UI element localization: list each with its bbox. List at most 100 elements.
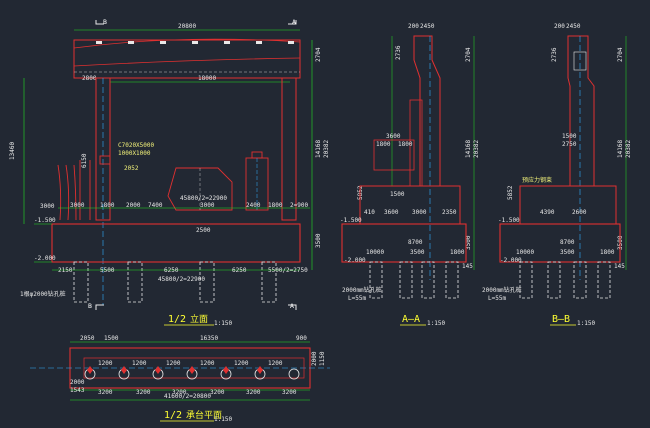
aa-top-dim-1: 200 [408,23,419,30]
right-h1-dim: 2704 [315,47,322,62]
plan-spacing-2: 1200 [132,360,147,367]
pile-note: 1根φ2000钻孔桩 [20,290,66,298]
plan-top-dim-2: 1500 [104,335,119,342]
aa-w7: 3000 [412,209,427,216]
bb-h2: 2704 [617,47,624,62]
annot-3: 2052 [124,165,139,172]
diaphragm-center [167,167,233,211]
aa-w3: 1800 [398,141,413,148]
plan-top-dim-4: 900 [296,335,307,342]
aa-h4: 20382 [473,140,480,158]
cap-beam-curve-1 [73,38,301,49]
plan-top-dim-3: 16350 [200,335,218,342]
plan-lower-dim-5: 3200 [246,389,261,396]
pile-gap-5: 5500/2=2750 [268,267,308,274]
plan-title-suffix: 承台平面 [186,409,222,421]
annot-4: 3000 [40,203,55,210]
bb-piles [519,261,611,299]
bb-h4: 20382 [625,140,632,158]
plan-spacing-3: 1200 [166,360,181,367]
aa-h2: 2704 [465,47,472,62]
aa-w4: 1500 [390,191,405,198]
front-view-scale: 1:150 [214,320,232,327]
cap-dim-2: 1800 [100,202,115,209]
annot-2: 1000X1000 [118,150,151,157]
right-h2-dim: 14168 [315,140,322,158]
plan-right-dim-2: 1150 [319,351,326,366]
cap-beam [73,39,301,79]
section-marker-a-bottom: A [288,302,297,310]
aa-pile-len: L=55m [348,295,366,302]
aa-w9: 8700 [408,239,423,246]
aa-title: A—A [402,314,420,325]
bb-w4: 2600 [572,209,587,216]
aa-w2: 1800 [376,141,391,148]
bb-w2: 2750 [562,141,577,148]
plan-scale: 1:150 [214,416,232,423]
section-label-b-top: B [103,18,107,26]
aa-w8: 2350 [442,209,457,216]
cap-bottom-dim: 2500 [196,227,211,234]
bb-column-top [573,51,587,71]
front-view-title: 1/2 立面 1:150 [164,313,232,327]
elev-cap-label: -1.500 [34,217,56,224]
bb-elev-cap: -1.500 [498,217,520,224]
plan-column-marks [87,366,263,374]
bb-w6: 10000 [516,249,534,256]
aa-w6: 3600 [384,209,399,216]
pier-stub-right [245,151,269,211]
plan-right-dim-1: 2000 [311,351,318,366]
section-label-a-top: A [292,18,296,26]
height-total-dim: 13460 [9,142,16,160]
pier-stub-left [57,155,111,221]
bb-title: B—B [552,314,570,325]
aa-scale: 1:150 [427,320,445,327]
cap-dim-6: 2400 [246,202,261,209]
bb-w7: 3500 [560,249,575,256]
front-view-title-suffix: 立面 [190,313,208,325]
left-offset-dim: 2800 [82,75,97,82]
plan-title: 1/2 [164,410,182,421]
plan-spacing-6: 1200 [268,360,283,367]
aa-h6: 3500 [465,235,472,250]
aa-elev-cap: -1.500 [340,217,362,224]
aa-h3: 14168 [465,140,472,158]
section-marker-b-top: B [95,18,107,26]
bb-elev-base: -2.000 [500,257,522,264]
pile-gap-1: 2150 [58,267,73,274]
cap-dim-8: 2=900 [290,202,308,209]
beam-width-dim: 18000 [198,75,216,82]
cap-dim-5: 3000 [200,202,215,209]
aa-w10: 10000 [366,249,384,256]
elev-base-label: -2.000 [34,255,56,262]
bb-w1: 1500 [562,133,577,140]
section-label-a-bottom: A [290,302,294,310]
bb-top-dim-1: 200 [554,23,565,30]
cap-dim-3: 2000 [126,202,141,209]
pile-gap-2: 5500 [100,267,115,274]
plan-lower-dim-3: 3200 [172,389,187,396]
column-right [281,77,297,221]
front-view-title-text: 1/2 [168,314,186,325]
aa-elev-base: -2.000 [344,257,366,264]
plan-lower-dim-4: 3200 [210,389,225,396]
aa-elev-pile: 145 [462,263,473,270]
cap-beam-curve-2 [73,57,301,67]
bb-w8: 1800 [600,249,615,256]
cap-dim-4: 7400 [148,202,163,209]
pile-cap [51,223,301,263]
plan-total-dim: 41600/2=20800 [164,393,211,400]
bearing-pads [96,41,294,44]
plan-spacing-4: 1200 [200,360,215,367]
annot-1: C7020X5000 [118,142,155,149]
cap-dim-1: 3000 [70,202,85,209]
section-bb: 200 2450 2736 2704 14168 20382 5852 3500… [482,23,632,327]
aa-w5: 410 [364,209,375,216]
aa-w1: 3600 [386,133,401,140]
pile-gap-4: 6250 [232,267,247,274]
plan-left-dim-2: 1543 [70,387,85,394]
plan-lower-dim-1: 3200 [98,389,113,396]
bb-h5: 5852 [507,185,514,200]
bb-pile-len: L=55m [488,295,506,302]
